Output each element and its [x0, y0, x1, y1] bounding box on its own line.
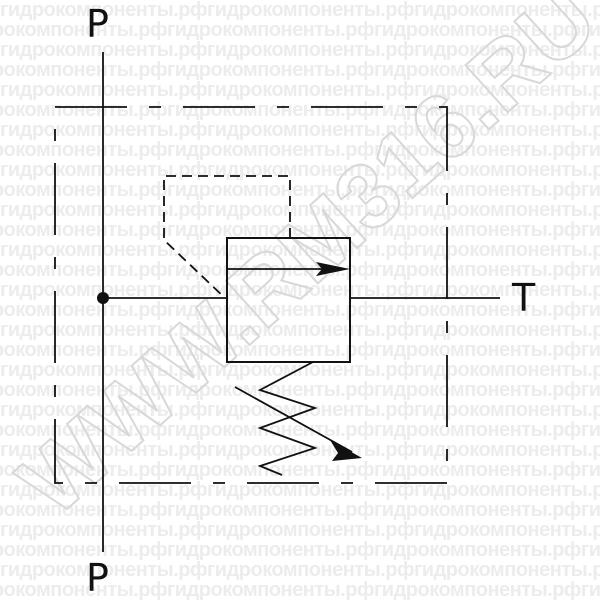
watermark-row: гидрокомпоненты.рфгидрокомпоненты.рфгидр… — [0, 439, 600, 461]
watermark-row: гидрокомпоненты.рфгидрокомпоненты.рфгидр… — [0, 379, 600, 401]
watermark-row: гидрокомпоненты.рфгидрокомпоненты.рфгидр… — [0, 459, 600, 481]
watermark-row: гидрокомпоненты.рфгидрокомпоненты.рфгидр… — [0, 79, 600, 101]
watermark-row: гидрокомпоненты.рфгидрокомпоненты.рфгидр… — [0, 299, 600, 321]
watermark-row: гидрокомпоненты.рфгидрокомпоненты.рфгидр… — [0, 579, 600, 600]
watermark-row: гидрокомпоненты.рфгидрокомпоненты.рфгидр… — [0, 339, 600, 361]
watermark-row: гидрокомпоненты.рфгидрокомпоненты.рфгидр… — [0, 419, 600, 441]
watermark-row: гидрокомпоненты.рфгидрокомпоненты.рфгидр… — [0, 539, 600, 561]
watermark-row: гидрокомпоненты.рфгидрокомпоненты.рфгидр… — [0, 519, 600, 541]
watermark-row: гидрокомпоненты.рфгидрокомпоненты.рфгидр… — [0, 319, 600, 341]
port-label-p-bottom: P — [86, 556, 109, 600]
pilot-line — [163, 175, 291, 299]
watermark-row: гидрокомпоненты.рфгидрокомпоненты.рфгидр… — [0, 499, 600, 521]
watermark-row: гидрокомпоненты.рфгидрокомпоненты.рфгидр… — [0, 59, 600, 81]
watermark-row: гидрокомпоненты.рфгидрокомпоненты.рфгидр… — [0, 0, 600, 21]
watermark-row: гидрокомпоненты.рфгидрокомпоненты.рфгидр… — [0, 199, 600, 221]
watermark-row: гидрокомпоненты.рфгидрокомпоненты.рфгидр… — [0, 119, 600, 141]
watermark-row: гидрокомпоненты.рфгидрокомпоненты.рфгидр… — [0, 399, 600, 421]
watermark-row: гидрокомпоненты.рфгидрокомпоненты.рфгидр… — [0, 479, 600, 501]
watermark-row: гидрокомпоненты.рфгидрокомпоненты.рфгидр… — [0, 139, 600, 161]
watermark-row: гидрокомпоненты.рфгидрокомпоненты.рфгидр… — [0, 259, 600, 281]
watermark-row: гидрокомпоненты.рфгидрокомпоненты.рфгидр… — [0, 99, 600, 121]
watermark-row: гидрокомпоненты.рфгидрокомпоненты.рфгидр… — [0, 19, 600, 41]
port-label-t: T — [512, 276, 536, 320]
watermark-row: гидрокомпоненты.рфгидрокомпоненты.рфгидр… — [0, 159, 600, 181]
watermark-row: гидрокомпоненты.рфгидрокомпоненты.рфгидр… — [0, 359, 600, 381]
port-label-p-top: P — [86, 2, 109, 46]
watermark-row: гидрокомпоненты.рфгидрокомпоненты.рфгидр… — [0, 179, 600, 201]
watermark-row: гидрокомпоненты.рфгидрокомпоненты.рфгидр… — [0, 279, 600, 301]
watermark-row: гидрокомпоненты.рфгидрокомпоненты.рфгидр… — [0, 239, 600, 261]
spring-icon — [257, 361, 318, 476]
watermark-row: гидрокомпоненты.рфгидрокомпоненты.рфгидр… — [0, 39, 600, 61]
adjustment-line — [234, 386, 353, 453]
watermark-row: гидрокомпоненты.рфгидрокомпоненты.рфгидр… — [0, 219, 600, 241]
valve-body — [226, 237, 351, 363]
flow-arrow-icon — [316, 262, 350, 276]
adjustment-arrow-icon — [330, 440, 362, 461]
watermark-row: гидрокомпоненты.рфгидрокомпоненты.рфгидр… — [0, 559, 600, 581]
enclosure-outline — [54, 106, 448, 484]
